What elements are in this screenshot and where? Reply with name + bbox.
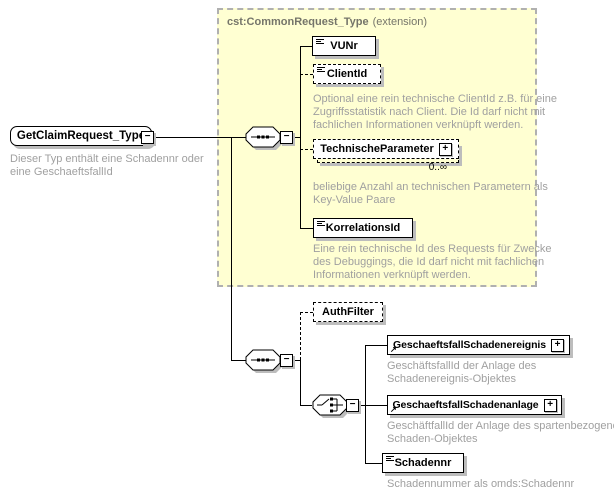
element-name: KorrelationsId bbox=[325, 222, 401, 234]
connector bbox=[365, 405, 387, 406]
expand-toggle-icon[interactable]: + bbox=[438, 142, 452, 156]
element-name: AuthFilter bbox=[322, 306, 374, 318]
connector bbox=[365, 463, 382, 464]
element-name: TechnischeParameter bbox=[320, 143, 434, 155]
element-geschaeftsfallschadenereignis[interactable]: ↗ GeschaeftsfallSchadenereignis + bbox=[387, 335, 570, 355]
element-authfilter[interactable]: AuthFilter bbox=[313, 302, 383, 322]
connector bbox=[300, 46, 301, 228]
base-type-name: cst:CommonRequest_Type bbox=[227, 16, 369, 28]
connector bbox=[154, 137, 246, 138]
connector-optional bbox=[300, 149, 313, 150]
text-content-icon bbox=[386, 456, 394, 461]
element-name: Schadennr bbox=[394, 457, 452, 469]
text-content-icon bbox=[316, 39, 324, 44]
connector-optional bbox=[300, 74, 313, 75]
element-description: Dieser Typ enthält eine Schadennr oder e… bbox=[10, 153, 204, 178]
text-content-icon bbox=[317, 67, 325, 72]
element-name: GeschaeftsfallSchadenereignis bbox=[393, 339, 546, 351]
element-getclaimrequest-type[interactable]: GetClaimRequest_Type bbox=[10, 126, 152, 146]
element-korrelationsid[interactable]: KorrelationsId bbox=[313, 218, 413, 238]
element-schadennr[interactable]: Schadennr bbox=[382, 453, 464, 473]
connector bbox=[293, 137, 300, 138]
connector bbox=[300, 228, 313, 229]
connector bbox=[300, 405, 312, 406]
element-description: Eine rein technische Id des Requests für… bbox=[313, 243, 552, 281]
connector-optional bbox=[300, 312, 301, 360]
element-technischeparameter[interactable]: TechnischeParameter + bbox=[313, 139, 459, 159]
element-name: ClientId bbox=[326, 68, 368, 80]
text-content-icon bbox=[317, 221, 325, 226]
element-clientid[interactable]: ClientId bbox=[313, 64, 381, 84]
element-name: GetClaimRequest_Type bbox=[16, 130, 146, 142]
element-reference-icon: ↗ bbox=[390, 405, 397, 414]
element-reference-icon: ↗ bbox=[390, 345, 397, 354]
element-geschaeftsfallschadenanlage[interactable]: ↗ GeschaeftsfallSchadenanlage + bbox=[387, 395, 562, 415]
sequence-icon[interactable] bbox=[245, 349, 287, 377]
collapse-toggle-icon[interactable]: − bbox=[280, 354, 293, 367]
connector bbox=[365, 345, 366, 463]
element-vunr[interactable]: VUNr bbox=[312, 36, 376, 56]
collapse-toggle-icon[interactable]: − bbox=[346, 399, 359, 412]
element-description: Schadennummer als omds:Schadennr bbox=[387, 478, 575, 490]
choice-icon[interactable] bbox=[312, 394, 354, 422]
base-type-header: cst:CommonRequest_Type(extension) bbox=[227, 16, 427, 28]
connector bbox=[231, 137, 232, 360]
element-description: Optional eine rein technische ClientId z… bbox=[313, 93, 557, 131]
element-name: VUNr bbox=[330, 40, 358, 52]
expand-toggle-icon[interactable]: + bbox=[550, 338, 564, 352]
element-name: GeschaeftsfallSchadenanlage bbox=[392, 399, 539, 411]
connector bbox=[359, 405, 365, 406]
element-description: beliebige Anzahl an technischen Paramete… bbox=[313, 181, 548, 206]
connector bbox=[365, 345, 387, 346]
collapse-toggle-icon[interactable]: − bbox=[280, 131, 293, 144]
connector bbox=[300, 360, 301, 405]
element-description: GeschäftfallId der Anlage des spartenbez… bbox=[387, 420, 614, 445]
occurrence-label: 0..∞ bbox=[428, 162, 447, 173]
base-type-qualifier: (extension) bbox=[372, 16, 428, 28]
expand-toggle-icon[interactable]: + bbox=[543, 398, 557, 412]
element-description: GeschäftsfallId der Anlage des Schadener… bbox=[387, 360, 537, 385]
connector-optional bbox=[300, 312, 313, 313]
collapse-toggle-icon[interactable]: − bbox=[141, 131, 154, 144]
connector bbox=[231, 360, 246, 361]
connector bbox=[300, 46, 312, 47]
sequence-icon[interactable] bbox=[245, 126, 287, 154]
connector bbox=[293, 360, 300, 361]
